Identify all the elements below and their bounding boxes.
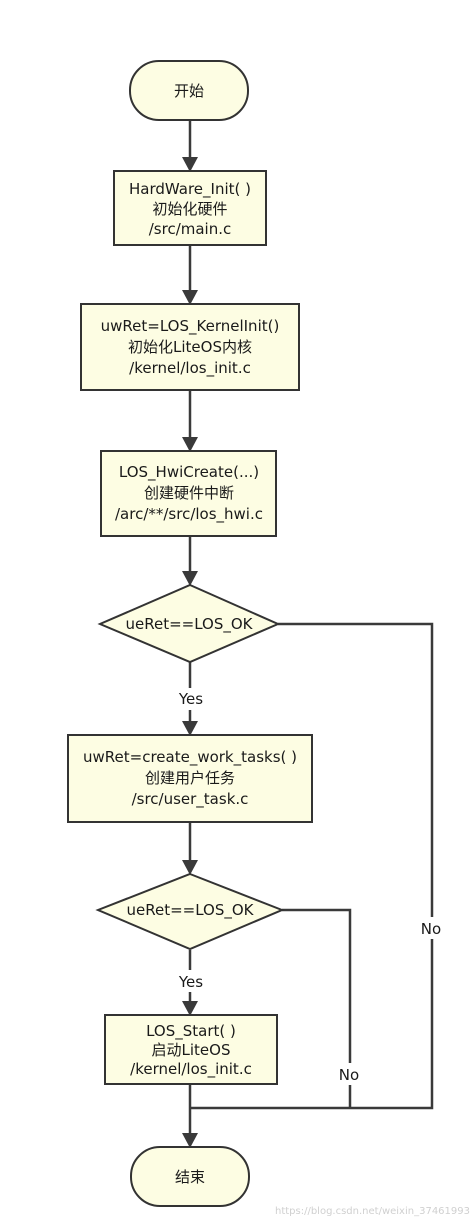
kernel-init-box: uwRet=LOS_KernelInit() 初始化LiteOS内核 /kern… (80, 303, 300, 391)
edge-yes-2-label: Yes (178, 973, 203, 991)
edge-yes-2: Yes (174, 970, 208, 992)
kernel-init-line-3: /kernel/los_init.c (129, 359, 251, 378)
arrow-head (182, 721, 198, 736)
end-label: 结束 (175, 1168, 205, 1186)
hwi-create-line-3: /arc/**/src/los_hwi.c (115, 505, 263, 524)
arrow-head (182, 860, 198, 875)
hwi-create-line-1: LOS_HwiCreate(...) (119, 463, 259, 482)
create-tasks-box: uwRet=create_work_tasks( ) 创建用户任务 /src/u… (67, 734, 313, 823)
create-tasks-line-1: uwRet=create_work_tasks( ) (83, 748, 297, 767)
watermark-text: https://blog.csdn.net/weixin_37461993 (275, 1206, 470, 1217)
los-start-line-3: /kernel/los_init.c (130, 1060, 252, 1079)
los-start-line-1: LOS_Start( ) (146, 1022, 236, 1041)
arrowheads (182, 157, 198, 1148)
hwi-create-box: LOS_HwiCreate(...) 创建硬件中断 /arc/**/src/lo… (100, 450, 277, 537)
decision-1-label: ueRet==LOS_OK (125, 615, 253, 634)
hardware-init-box: HardWare_Init( ) 初始化硬件 /src/main.c (113, 170, 267, 246)
hardware-init-line-3: /src/main.c (149, 220, 232, 238)
los-start-box: LOS_Start( ) 启动LiteOS /kernel/los_init.c (104, 1014, 278, 1085)
start-label: 开始 (174, 82, 204, 100)
edge-yes-1: Yes (174, 688, 208, 710)
los-start-line-2: 启动LiteOS (152, 1041, 231, 1059)
arrow-head (182, 157, 198, 172)
arrow-head (182, 1001, 198, 1016)
arrow-head (182, 437, 198, 452)
create-tasks-line-2: 创建用户任务 (145, 769, 235, 787)
end-node: 结束 (130, 1146, 250, 1207)
arrow-head (182, 571, 198, 586)
edge-no-2: No (334, 1063, 364, 1085)
decision-2: ueRet==LOS_OK (95, 872, 285, 951)
hardware-init-line-1: HardWare_Init( ) (129, 180, 251, 199)
edge-yes-1-label: Yes (178, 690, 203, 708)
kernel-init-line-2: 初始化LiteOS内核 (128, 338, 252, 356)
start-node: 开始 (129, 60, 249, 121)
edge-no-2-label: No (339, 1066, 359, 1084)
edge-no-1: No (416, 917, 446, 939)
create-tasks-line-3: /src/user_task.c (132, 790, 249, 809)
arrow-head (182, 1133, 198, 1148)
decision-2-label: ueRet==LOS_OK (126, 901, 254, 920)
kernel-init-line-1: uwRet=LOS_KernelInit() (101, 317, 280, 336)
decision-1: ueRet==LOS_OK (97, 583, 281, 664)
hwi-create-line-2: 创建硬件中断 (144, 484, 234, 502)
arrow-head (182, 290, 198, 305)
hardware-init-line-2: 初始化硬件 (152, 200, 227, 218)
edge-no-1-label: No (421, 920, 441, 938)
